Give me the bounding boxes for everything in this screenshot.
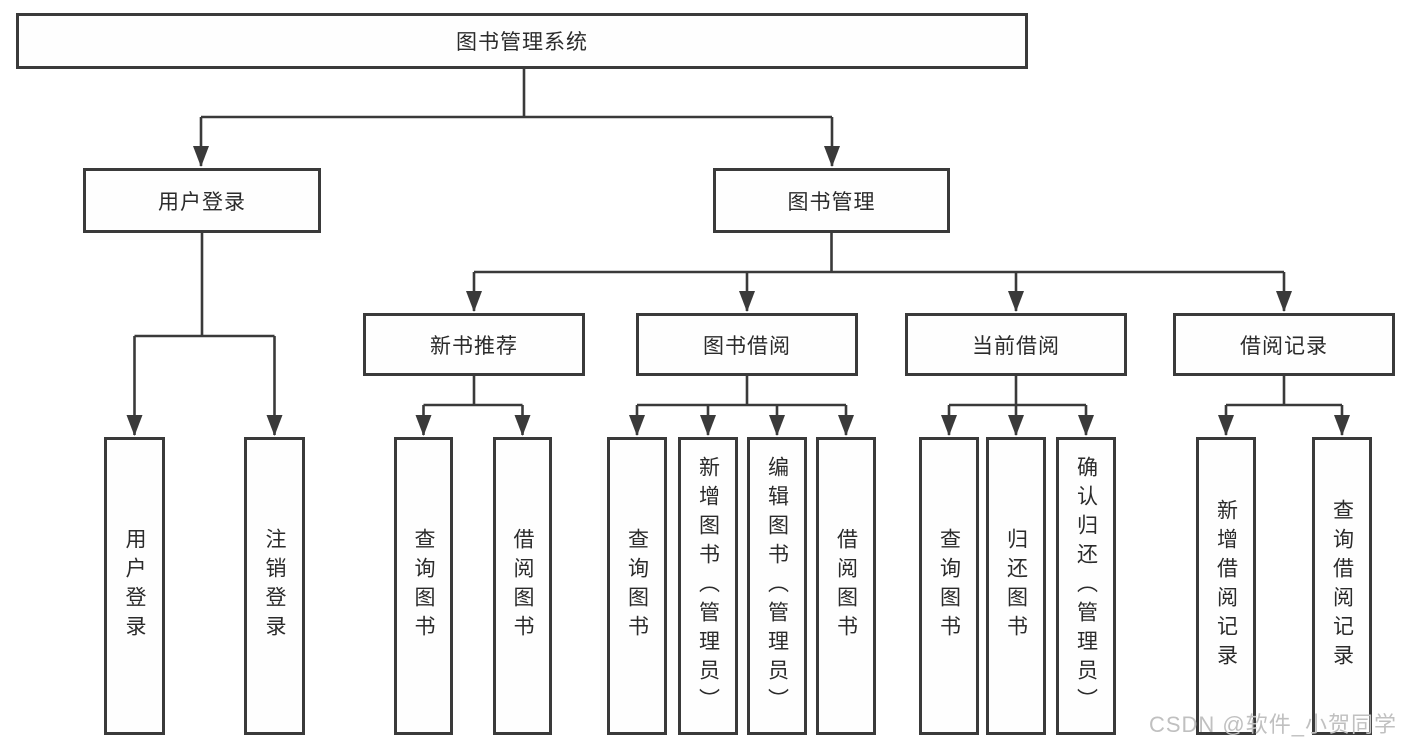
leaf-query-books-borrow-label: 查询图书: [625, 528, 649, 644]
leaf-confirm-return-admin: 确认归还（管理员）: [1056, 437, 1116, 735]
leaf-confirm-return-admin-label: 确认归还（管理员）: [1074, 455, 1098, 717]
leaf-add-borrow-record-label: 新增借阅记录: [1214, 499, 1238, 673]
leaf-edit-book-admin: 编辑图书（管理员）: [747, 437, 807, 735]
leaf-add-book-admin: 新增图书（管理员）: [678, 437, 738, 735]
leaf-add-borrow-record: 新增借阅记录: [1196, 437, 1256, 735]
watermark-text: CSDN @软件_小贺同学: [1148, 712, 1397, 737]
leaf-query-books-borrow: 查询图书: [607, 437, 667, 735]
node-book-borrow: 图书借阅: [636, 313, 858, 376]
leaf-borrow-books: 借阅图书: [816, 437, 876, 735]
leaf-query-books-recommend-label: 查询图书: [412, 528, 435, 644]
node-borrow-records: 借阅记录: [1173, 313, 1395, 376]
leaf-borrow-books-recommend-label: 借阅图书: [511, 528, 534, 644]
node-current-borrow: 当前借阅: [905, 313, 1127, 376]
connector-user-login-to-leaves: [126, 233, 283, 436]
leaf-add-book-admin-label: 新增图书（管理员）: [696, 455, 720, 717]
leaf-query-books-recommend: 查询图书: [394, 437, 453, 735]
leaf-return-book: 归还图书: [986, 437, 1046, 735]
node-book-management: 图书管理: [713, 168, 950, 233]
leaf-return-book-label: 归还图书: [1004, 528, 1028, 644]
leaf-logout-login-label: 注销登录: [263, 528, 286, 644]
leaf-query-books-current: 查询图书: [919, 437, 979, 735]
connector-book-borrow-to-leaves: [629, 376, 854, 436]
connector-book-management-to-level2: [466, 233, 1292, 312]
connector-borrow-records-to-leaves: [1218, 376, 1350, 436]
leaf-borrow-books-recommend: 借阅图书: [493, 437, 552, 735]
leaf-query-books-current-label: 查询图书: [937, 528, 961, 644]
leaf-user-login-label: 用户登录: [123, 528, 146, 644]
node-library-management-system: 图书管理系统: [16, 13, 1028, 69]
leaf-query-borrow-record-label: 查询借阅记录: [1330, 499, 1354, 673]
leaf-logout-login: 注销登录: [244, 437, 305, 735]
connector-current-borrow-to-leaves: [941, 376, 1094, 436]
leaf-borrow-books-label: 借阅图书: [834, 528, 858, 644]
leaf-edit-book-admin-label: 编辑图书（管理员）: [765, 455, 789, 717]
connector-root-to-level1: [193, 69, 840, 167]
connector-new-book-to-leaves: [415, 376, 531, 436]
leaf-query-borrow-record: 查询借阅记录: [1312, 437, 1372, 735]
node-new-book-recommend: 新书推荐: [363, 313, 585, 376]
leaf-user-login: 用户登录: [104, 437, 165, 735]
node-user-login: 用户登录: [83, 168, 321, 233]
